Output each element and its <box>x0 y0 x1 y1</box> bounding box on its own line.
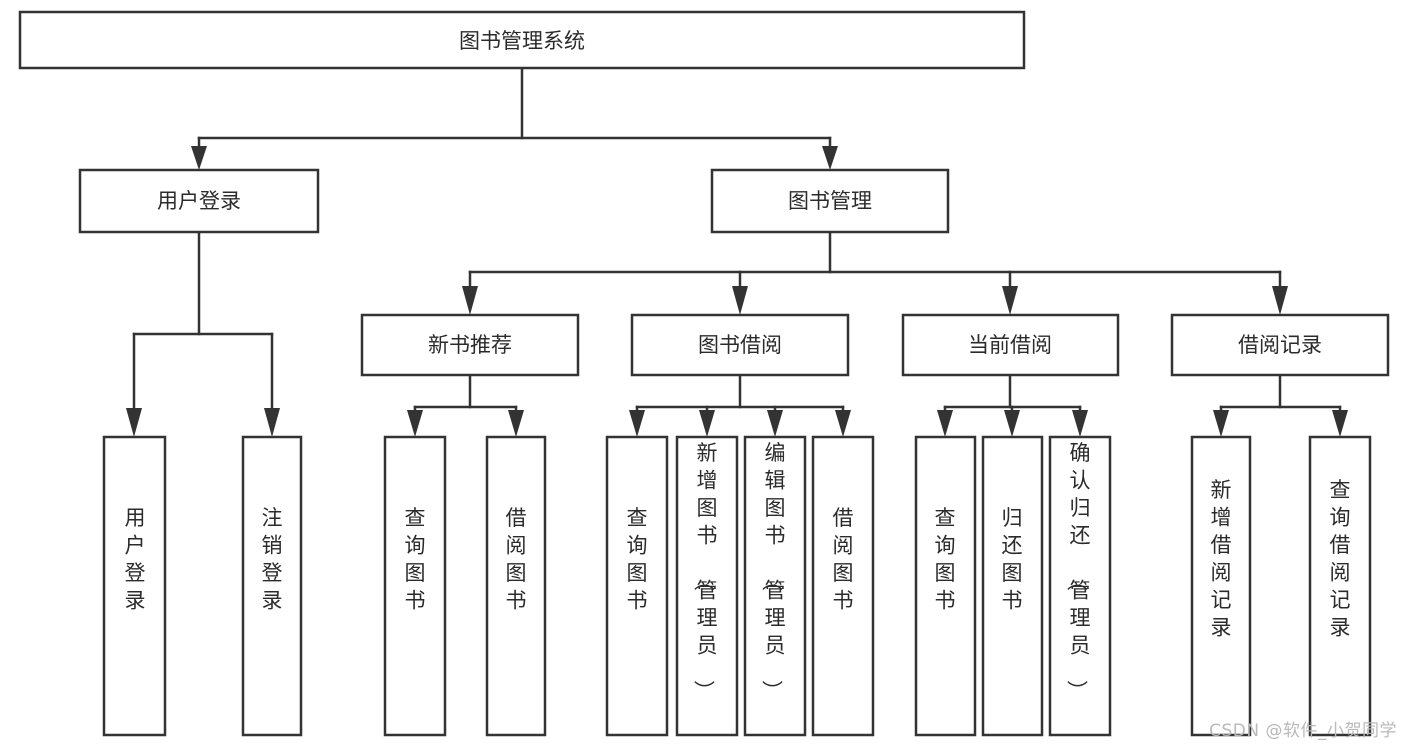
arrow-icon <box>699 410 715 437</box>
node-leaf-user-logout-label: 注销登录 <box>262 506 283 613</box>
node-leaf-query-book-1-box[interactable] <box>383 435 447 737</box>
node-leaf-user-login-label: 用户登录 <box>125 506 146 613</box>
node-borrow-record[interactable]: 借阅记录 <box>1170 313 1390 377</box>
node-current-borrow-label: 当前借阅 <box>968 333 1052 357</box>
node-leaf-user-login-box[interactable] <box>102 435 167 737</box>
node-book-borrow[interactable]: 图书借阅 <box>630 313 850 377</box>
node-leaf-edit-book[interactable]: 编辑图书（管理员） <box>743 435 807 737</box>
node-book-borrow-label: 图书借阅 <box>698 333 782 357</box>
node-new-book-recommend[interactable]: 新书推荐 <box>360 313 580 377</box>
node-leaf-add-book-label: 新增图书（管理员） <box>692 441 718 701</box>
node-current-borrow-box[interactable] <box>901 313 1120 377</box>
node-current-borrow[interactable]: 当前借阅 <box>901 313 1120 377</box>
node-leaf-add-record-label: 新增借阅记录 <box>1211 478 1232 640</box>
node-leaf-borrow-book-1[interactable]: 借阅图书 <box>485 435 547 737</box>
node-leaf-query-book-2-box[interactable] <box>605 435 669 737</box>
connector-group-current-borrow <box>937 373 1088 437</box>
arrow-icon <box>1004 410 1020 437</box>
connector-group-book-borrow <box>629 373 851 437</box>
node-new-book-recommend-box[interactable] <box>360 313 580 377</box>
connector-group-user-login <box>126 230 280 437</box>
arrow-icon <box>822 146 838 170</box>
arrow-icon <box>191 146 207 170</box>
arrow-icon <box>1002 286 1018 315</box>
arrow-icon <box>732 286 748 315</box>
node-root[interactable]: 图书管理系统 <box>18 10 1026 70</box>
node-leaf-add-record[interactable]: 新增借阅记录 <box>1190 435 1252 737</box>
node-user-login-box[interactable] <box>78 168 320 234</box>
node-leaf-query-book-3[interactable]: 查询图书 <box>914 435 977 737</box>
arrow-icon <box>1072 410 1088 437</box>
node-leaf-query-book-2-label: 查询图书 <box>627 506 648 613</box>
node-leaf-edit-book-box[interactable] <box>743 435 807 737</box>
node-leaf-confirm-return[interactable]: 确认归还（管理员） <box>1048 435 1112 737</box>
node-user-login-label: 用户登录 <box>157 189 241 213</box>
arrow-icon <box>835 410 851 437</box>
node-book-manage-label: 图书管理 <box>788 189 872 213</box>
node-leaf-confirm-return-box[interactable] <box>1048 435 1112 737</box>
node-leaf-query-book-1-label: 查询图书 <box>405 506 426 613</box>
node-leaf-return-book-box[interactable] <box>981 435 1044 737</box>
node-user-login[interactable]: 用户登录 <box>78 168 320 234</box>
node-new-book-recommend-label: 新书推荐 <box>428 333 512 357</box>
arrow-icon <box>1332 410 1348 437</box>
arrow-icon <box>462 286 478 315</box>
node-leaf-user-logout[interactable]: 注销登录 <box>241 435 303 737</box>
connector-group-root <box>191 66 838 170</box>
node-leaf-query-book-3-box[interactable] <box>914 435 977 737</box>
node-leaf-query-record-box[interactable] <box>1308 435 1372 737</box>
arrow-icon <box>1213 410 1229 437</box>
node-borrow-record-box[interactable] <box>1170 313 1390 377</box>
node-leaf-user-login[interactable]: 用户登录 <box>102 435 167 737</box>
connector-group-borrow-record <box>1213 373 1348 437</box>
node-leaf-query-record-label: 查询借阅记录 <box>1330 478 1351 640</box>
node-leaf-user-logout-box[interactable] <box>241 435 303 737</box>
node-book-manage[interactable]: 图书管理 <box>710 168 950 234</box>
node-book-borrow-box[interactable] <box>630 313 850 377</box>
arrow-icon <box>508 410 524 437</box>
node-leaf-return-book[interactable]: 归还图书 <box>981 435 1044 737</box>
node-leaf-query-book-2[interactable]: 查询图书 <box>605 435 669 737</box>
node-root-box[interactable] <box>18 10 1026 70</box>
node-leaf-borrow-book-1-box[interactable] <box>485 435 547 737</box>
node-leaf-borrow-book-2-box[interactable] <box>811 435 875 737</box>
connector-group-book-manage <box>462 230 1288 315</box>
node-root-label: 图书管理系统 <box>459 29 585 53</box>
node-leaf-query-book-1[interactable]: 查询图书 <box>383 435 447 737</box>
node-leaf-return-book-label: 归还图书 <box>1002 506 1023 613</box>
arrow-icon <box>767 410 783 437</box>
node-leaf-borrow-book-2-label: 借阅图书 <box>833 506 854 613</box>
node-leaf-add-book[interactable]: 新增图书（管理员） <box>675 435 739 737</box>
node-leaf-query-book-3-label: 查询图书 <box>935 506 956 613</box>
arrow-icon <box>407 410 423 437</box>
node-leaf-borrow-book-1-label: 借阅图书 <box>506 506 527 613</box>
node-leaf-borrow-book-2[interactable]: 借阅图书 <box>811 435 875 737</box>
node-book-manage-box[interactable] <box>710 168 950 234</box>
node-leaf-add-record-box[interactable] <box>1190 435 1252 737</box>
node-borrow-record-label: 借阅记录 <box>1238 333 1322 357</box>
node-leaf-confirm-return-label: 确认归还（管理员） <box>1065 441 1091 701</box>
arrow-icon <box>629 410 645 437</box>
node-leaf-edit-book-label: 编辑图书（管理员） <box>760 441 786 701</box>
arrow-icon <box>264 408 280 437</box>
arrow-icon <box>126 408 142 437</box>
node-leaf-query-record[interactable]: 查询借阅记录 <box>1308 435 1372 737</box>
arrow-icon <box>1272 286 1288 315</box>
node-leaf-add-book-box[interactable] <box>675 435 739 737</box>
connector-group-new-book-recommend <box>407 373 524 437</box>
arrow-icon <box>937 410 953 437</box>
